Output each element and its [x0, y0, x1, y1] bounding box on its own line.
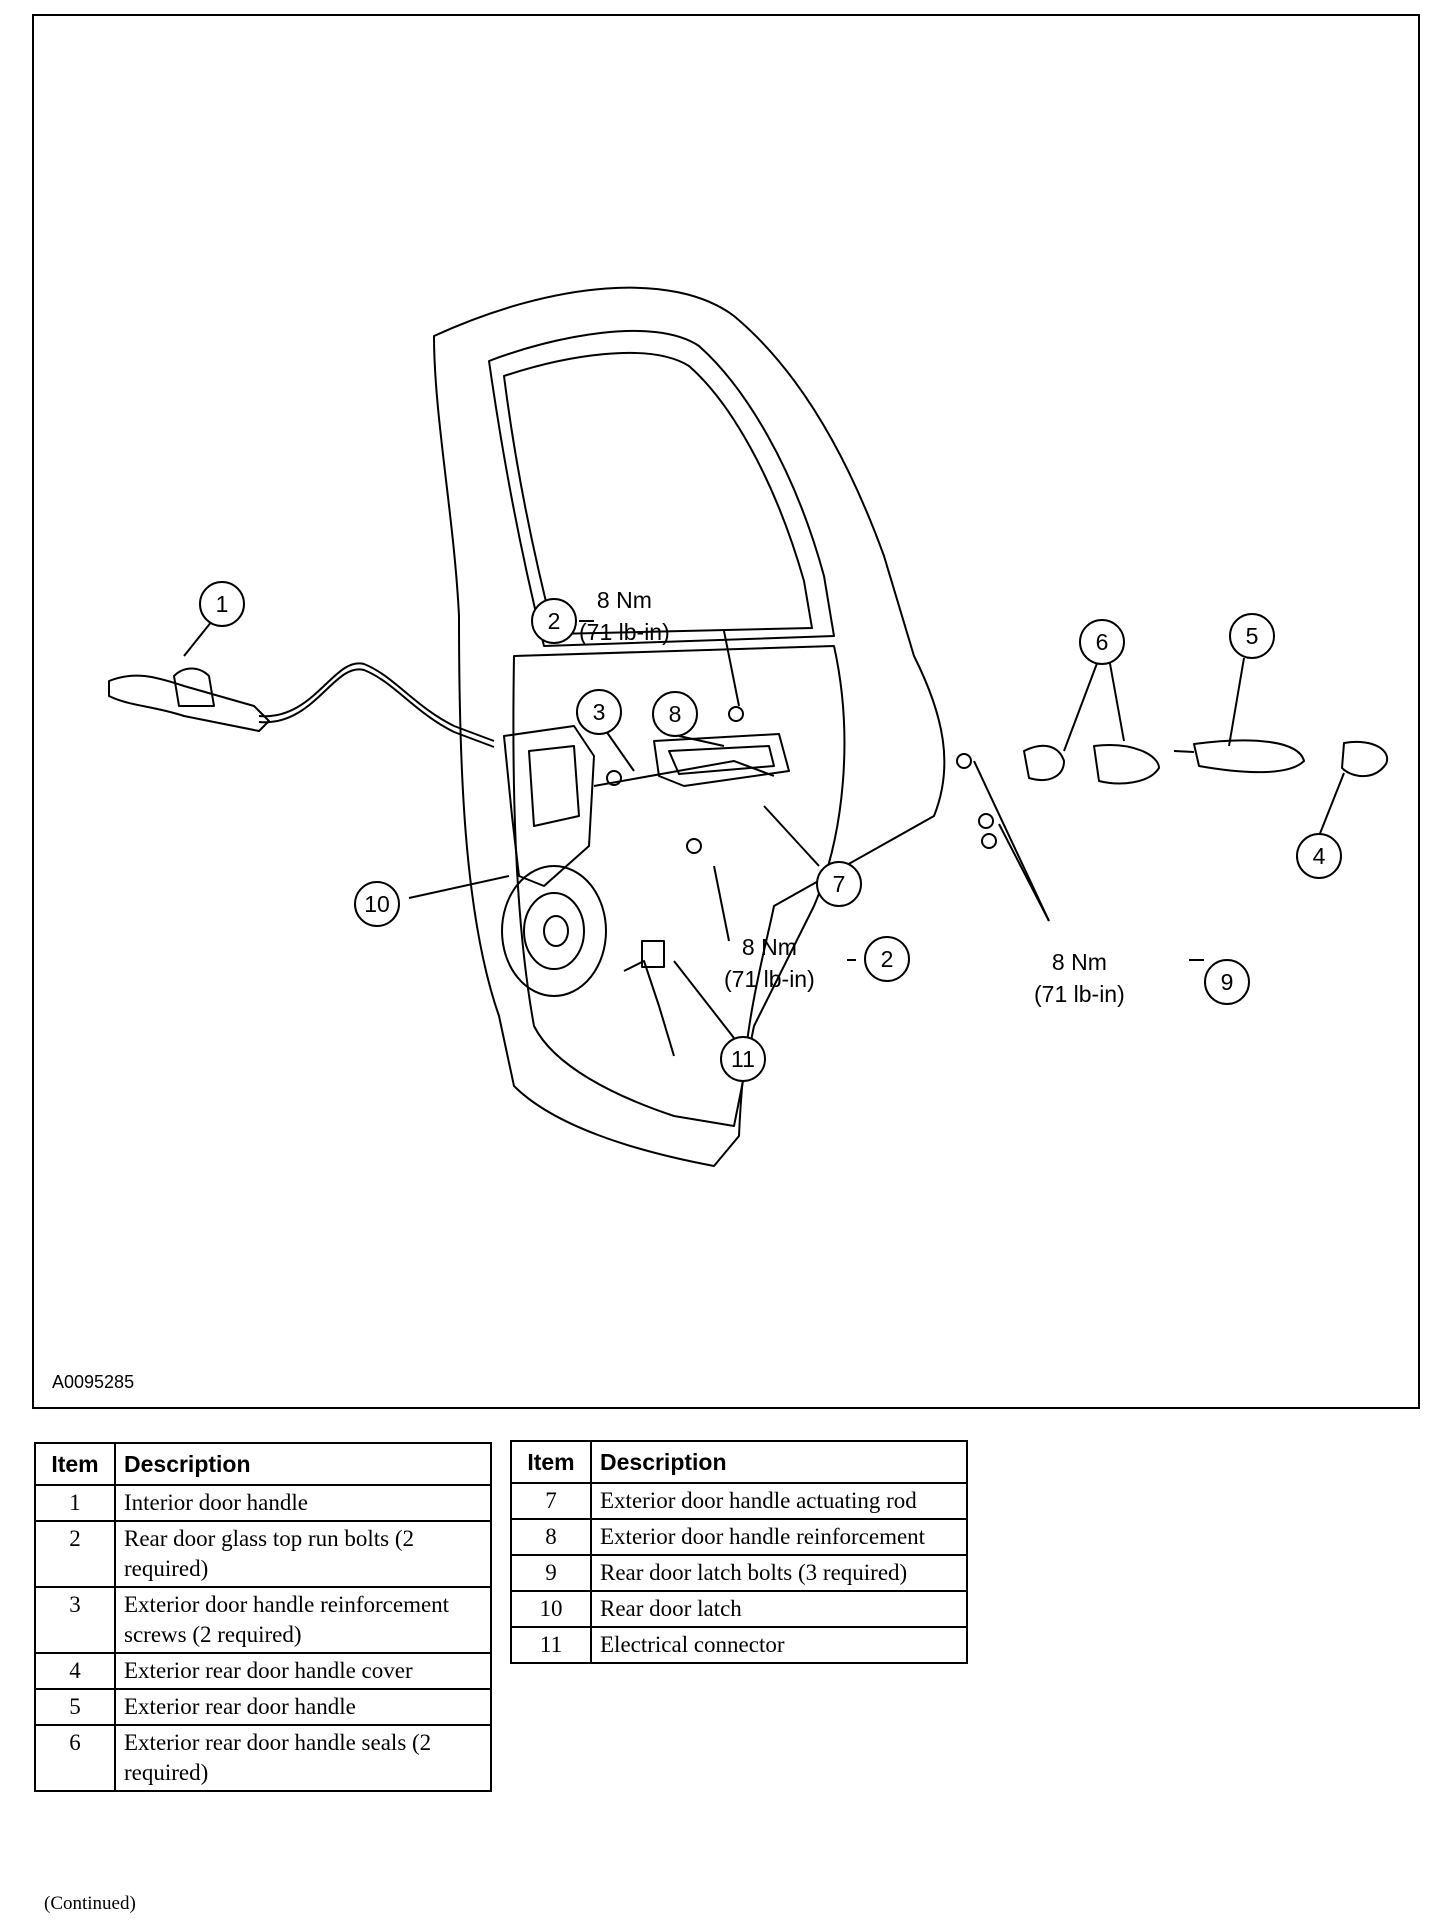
table-row: 2 Rear door glass top run bolts (2 requi… [34, 1520, 492, 1588]
callout-3: 3 [576, 689, 622, 735]
handle-cover [1341, 740, 1389, 778]
row-item: 11 [510, 1626, 592, 1664]
callout-6: 6 [1079, 619, 1125, 665]
continued-note: (Continued) [44, 1893, 136, 1914]
legend-table-left: Item Description 1 Interior door handle … [34, 1442, 492, 1792]
header-item: Item [34, 1442, 116, 1486]
figure-id: A0095285 [52, 1372, 135, 1392]
row-item: 7 [510, 1482, 592, 1520]
table-row: 9 Rear door latch bolts (3 required) [510, 1554, 968, 1592]
table-row: 4 Exterior rear door handle cover [34, 1652, 492, 1690]
seal-small [1023, 744, 1065, 781]
table-header-row: Item Description [34, 1442, 492, 1486]
interior-handle [108, 674, 270, 732]
callout-7: 7 [816, 861, 862, 907]
table-header-row: Item Description [510, 1440, 968, 1484]
torque-label-right: 8 Nm (71 lb-in) [1034, 946, 1125, 1010]
row-description: Exterior rear door handle cover [114, 1652, 492, 1690]
table-row: 3 Exterior door handle reinforcement scr… [34, 1586, 492, 1654]
callout-1: 1 [199, 581, 245, 627]
row-description: Rear door latch [590, 1590, 968, 1628]
table-row: 7 Exterior door handle actuating rod [510, 1482, 968, 1520]
row-item: 6 [34, 1724, 116, 1792]
row-description: Rear door glass top run bolts (2 require… [114, 1520, 492, 1588]
inner-panel [512, 645, 846, 1127]
callout-5: 5 [1229, 613, 1275, 659]
callout-4: 4 [1296, 833, 1342, 879]
row-description: Exterior door handle reinforcement [590, 1518, 968, 1556]
row-item: 9 [510, 1554, 592, 1592]
connector [641, 940, 665, 968]
table-row: 6 Exterior rear door handle seals (2 req… [34, 1724, 492, 1792]
row-item: 3 [34, 1586, 116, 1654]
row-item: 5 [34, 1688, 116, 1726]
row-description: Exterior rear door handle [114, 1688, 492, 1726]
row-description: Electrical connector [590, 1626, 968, 1664]
speaker [501, 865, 607, 997]
row-item: 8 [510, 1518, 592, 1556]
row-description: Rear door latch bolts (3 required) [590, 1554, 968, 1592]
door-frame-outline [433, 286, 946, 1167]
cable [258, 662, 495, 742]
torque-label-middle: 8 Nm (71 lb-in) [724, 931, 815, 995]
row-item: 2 [34, 1520, 116, 1588]
window-inner-edge [503, 351, 813, 635]
row-item: 1 [34, 1484, 116, 1522]
callout-10: 10 [354, 881, 400, 927]
torque-label-top: 8 Nm (71 lb-in) [579, 584, 670, 648]
row-description: Exterior door handle actuating rod [590, 1482, 968, 1520]
table-row: 5 Exterior rear door handle [34, 1688, 492, 1726]
exploded-diagram-frame: 8 Nm (71 lb-in) 8 Nm (71 lb-in) 8 Nm (71… [32, 14, 1420, 1409]
callout-9: 9 [1204, 959, 1250, 1005]
table-row: 11 Electrical connector [510, 1626, 968, 1664]
callout-2-top: 2 [531, 598, 577, 644]
latch-body [503, 725, 595, 887]
seal-large [1093, 744, 1160, 785]
legend-table-right: Item Description 7 Exterior door handle … [510, 1440, 968, 1664]
row-description: Exterior rear door handle seals (2 requi… [114, 1724, 492, 1792]
header-item: Item [510, 1440, 592, 1484]
torque-lbin: (71 lb-in) [1034, 981, 1125, 1007]
door-illustration [108, 286, 1389, 1167]
table-row: 1 Interior door handle [34, 1484, 492, 1522]
table-row: 10 Rear door latch [510, 1590, 968, 1628]
torque-lbin: (71 lb-in) [579, 619, 670, 645]
callout-2-bottom: 2 [864, 936, 910, 982]
header-description: Description [114, 1442, 492, 1486]
row-item: 4 [34, 1652, 116, 1690]
row-description: Exterior door handle reinforcement screw… [114, 1586, 492, 1654]
callout-8: 8 [652, 691, 698, 737]
table-row: 8 Exterior door handle reinforcement [510, 1518, 968, 1556]
torque-nm: 8 Nm [1051, 949, 1107, 975]
exterior-handle [1193, 739, 1305, 774]
row-description: Interior door handle [114, 1484, 492, 1522]
torque-nm: 8 Nm [596, 587, 652, 613]
window-opening [488, 329, 835, 647]
handle-reinforcement [653, 733, 790, 787]
row-item: 10 [510, 1590, 592, 1628]
callout-11: 11 [720, 1036, 766, 1082]
header-description: Description [590, 1440, 968, 1484]
torque-lbin: (71 lb-in) [724, 966, 815, 992]
torque-nm: 8 Nm [741, 934, 797, 960]
